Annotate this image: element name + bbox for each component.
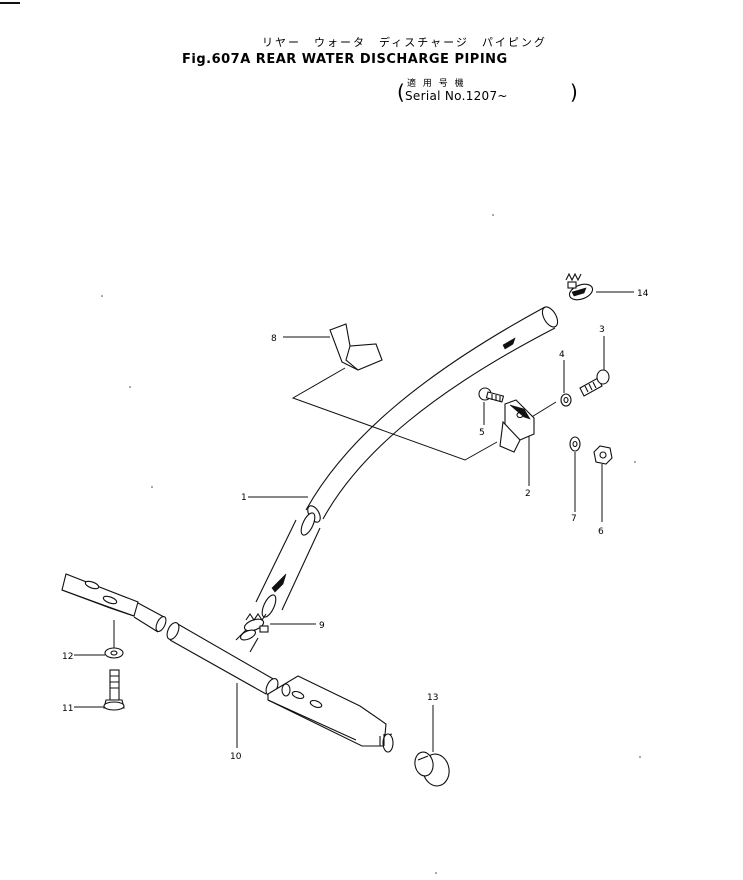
title-japanese: リヤー ウォータ ディスチャージ パイピング xyxy=(262,35,547,49)
part-12-washer xyxy=(104,647,124,659)
callout-8: 8 xyxy=(271,334,277,344)
part-13-plug xyxy=(414,751,450,787)
figure-title: Fig.607A REAR WATER DISCHARGE PIPING xyxy=(182,52,508,67)
part-4-washer xyxy=(560,393,572,407)
leader-lines xyxy=(74,291,634,752)
callout-10: 10 xyxy=(230,752,242,762)
part-2-bracket xyxy=(499,399,535,453)
callout-5: 5 xyxy=(479,428,485,438)
reference-lines xyxy=(291,367,557,461)
callout-4: 4 xyxy=(559,350,565,360)
part-8-bracket xyxy=(329,323,383,371)
part-1-lower-hose xyxy=(255,512,321,618)
part-7-washer xyxy=(569,436,581,452)
part-5-bolt xyxy=(478,387,505,403)
callout-12: 12 xyxy=(62,652,73,662)
part-1-hose xyxy=(305,306,559,523)
serial-paren-close: ) xyxy=(570,80,578,104)
part-3-bolt xyxy=(579,369,610,397)
callout-13: 13 xyxy=(427,693,438,703)
callouts: 1 2 3 4 5 6 7 8 9 10 11 12 13 14 xyxy=(62,289,649,762)
serial-number: Serial No.1207~ xyxy=(405,89,508,103)
callout-2: 2 xyxy=(525,489,531,499)
part-14-hose-clamp xyxy=(565,272,594,301)
part-9-clamp xyxy=(243,613,269,633)
callout-11: 11 xyxy=(62,704,73,714)
scan-specks xyxy=(101,214,641,874)
serial-paren-open: ( xyxy=(397,80,405,104)
callout-1: 1 xyxy=(241,493,247,503)
part-10-tee-pipe xyxy=(61,573,394,753)
serial-japanese: 適 用 号 機 xyxy=(407,77,466,89)
callout-7: 7 xyxy=(571,514,577,524)
callout-6: 6 xyxy=(598,527,604,537)
callout-9: 9 xyxy=(319,621,325,631)
part-11-bolt xyxy=(103,669,125,711)
part-6-nut xyxy=(593,445,613,465)
callout-14: 14 xyxy=(637,289,649,299)
header: リヤー ウォータ ディスチャージ パイピング Fig.607A REAR WAT… xyxy=(182,35,578,104)
callout-3: 3 xyxy=(599,325,605,335)
